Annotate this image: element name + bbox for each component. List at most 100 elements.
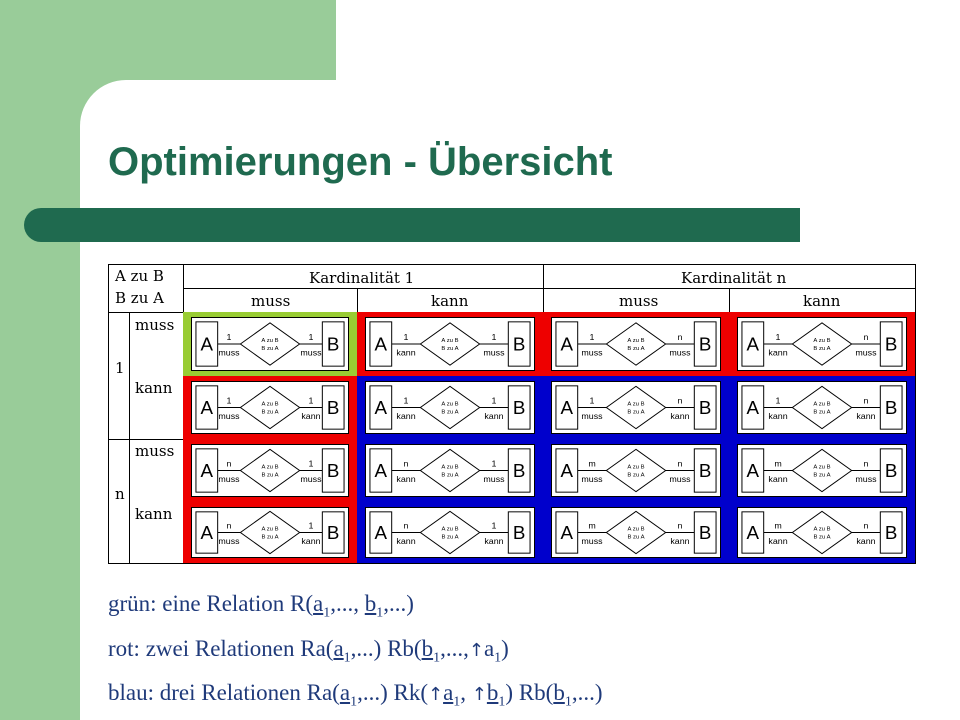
entity-b-label: B — [513, 397, 526, 418]
participation-a: kann — [768, 474, 787, 484]
entity-b-label: B — [885, 460, 898, 481]
row-group-n: n — [115, 485, 125, 503]
col-group-kardinalitaet-n: Kardinalität n — [681, 269, 787, 287]
entity-b-box — [693, 321, 717, 367]
entity-b-label: B — [885, 522, 898, 543]
rb: Rb( — [513, 680, 554, 706]
diamond-label: B zu A — [441, 346, 458, 352]
entity-a-label: A — [561, 334, 574, 355]
fk-a: a — [483, 635, 495, 661]
diamond-label: A zu B — [627, 402, 644, 408]
diamond-label: A zu B — [813, 527, 830, 533]
cardinality-a: m — [588, 521, 595, 531]
diamond-label: A zu B — [441, 338, 458, 344]
entity-a-label: A — [375, 460, 388, 481]
sub: 1 — [494, 650, 502, 666]
entity-b-box — [879, 448, 903, 493]
entity-a-label: A — [747, 460, 760, 481]
relationship-diamond — [605, 322, 667, 366]
entity-b-label: B — [327, 522, 340, 543]
cardinality-a: 1 — [590, 332, 595, 342]
foreign-key-arrow-icon: ↑ — [471, 684, 487, 706]
participation-a: kann — [768, 536, 787, 546]
entity-a-box — [195, 321, 219, 367]
relationship-diamond — [239, 322, 301, 366]
entity-a-label: A — [375, 522, 388, 543]
diamond-label: A zu B — [813, 402, 830, 408]
corner-label-a-zu-b: A zu B — [115, 267, 164, 285]
entity-b-label: B — [327, 397, 340, 418]
row-header-muss-1: muss — [135, 316, 175, 334]
legend-blue: blau: drei Relationen Ra(a1,...) Rk(↑a1,… — [108, 675, 602, 720]
entity-b-box — [879, 385, 903, 430]
participation-b: kann — [670, 411, 689, 421]
participation-a: muss — [218, 536, 240, 546]
entity-b-label: B — [699, 460, 712, 481]
cardinality-b: 1 — [491, 521, 496, 531]
entity-a-box — [741, 321, 765, 367]
rb: Rb( — [381, 635, 422, 661]
relationship-diamond — [791, 448, 853, 493]
key-b: b — [486, 680, 499, 706]
participation-a: kann — [396, 474, 415, 484]
participation-b: muss — [483, 348, 505, 358]
cardinality-a: 1 — [776, 396, 781, 406]
entity-a-box — [741, 448, 765, 493]
legend: grün: eine Relation R(a1,..., b1,...) ro… — [108, 586, 602, 720]
participation-b: kann — [856, 411, 875, 421]
diamond-label: A zu B — [627, 338, 644, 344]
entity-a-label: A — [747, 397, 760, 418]
participation-a: muss — [581, 411, 603, 421]
entity-a-box — [555, 448, 579, 493]
sep: ,..., — [330, 591, 360, 616]
diamond-label: B zu A — [813, 409, 830, 415]
diamond-label: A zu B — [261, 402, 278, 408]
cardinality-a: 1 — [776, 332, 781, 342]
sub: 1 — [350, 694, 358, 710]
foreign-key-arrow-icon: ↑ — [427, 684, 444, 706]
sep: ) — [501, 635, 509, 661]
sub: 1 — [376, 605, 384, 621]
diamond-label: A zu B — [261, 527, 278, 533]
participation-b: kann — [670, 536, 689, 546]
diamond-label: B zu A — [813, 534, 830, 540]
diamond-label: B zu A — [441, 534, 458, 540]
participation-b: kann — [301, 411, 320, 421]
diamond-label: A zu B — [627, 527, 644, 533]
relationship-diamond — [239, 385, 301, 430]
row-header-kann-1: kann — [135, 379, 173, 397]
entity-b-box — [879, 321, 903, 367]
row-header-muss-n: muss — [135, 442, 175, 460]
participation-b: muss — [483, 474, 505, 484]
entity-b-label: B — [513, 522, 526, 543]
cardinality-b: 1 — [491, 396, 496, 406]
key-a: a — [313, 591, 324, 616]
grid-line — [357, 288, 358, 312]
participation-a: muss — [218, 474, 240, 484]
cardinality-b: n — [677, 459, 682, 469]
entity-b-label: B — [327, 334, 340, 355]
diamond-label: A zu B — [441, 402, 458, 408]
participation-b: kann — [301, 536, 320, 546]
diamond-label: B zu A — [627, 472, 644, 478]
col-header-muss-n: muss — [619, 292, 659, 310]
relationship-diamond — [419, 448, 481, 493]
diamond-label: B zu A — [627, 534, 644, 540]
diamond-label: A zu B — [627, 465, 644, 471]
sub: 1 — [323, 605, 331, 621]
relationship-diamond — [791, 385, 853, 430]
participation-a: kann — [396, 536, 415, 546]
entity-a-box — [555, 321, 579, 367]
diamond-label: A zu B — [441, 465, 458, 471]
participation-a: kann — [768, 411, 787, 421]
